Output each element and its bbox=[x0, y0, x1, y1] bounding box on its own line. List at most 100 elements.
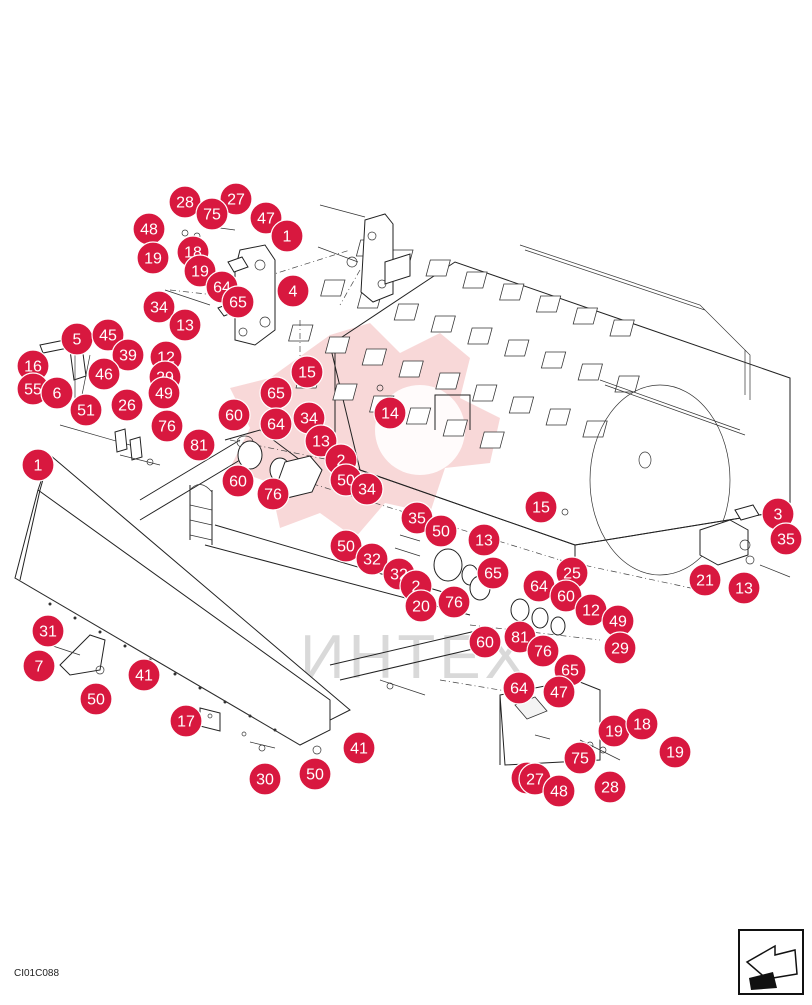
callout-64: 64 bbox=[259, 407, 293, 441]
callout-4: 4 bbox=[276, 274, 310, 308]
callout-1: 1 bbox=[21, 448, 55, 482]
callout-marker bbox=[476, 556, 510, 590]
callout-label: 19 bbox=[605, 724, 623, 741]
callout-label: 81 bbox=[190, 438, 208, 455]
callout-marker bbox=[625, 707, 659, 741]
callout-51: 51 bbox=[69, 393, 103, 427]
callout-marker bbox=[248, 762, 282, 796]
callout-label: 13 bbox=[176, 318, 194, 335]
callout-marker bbox=[404, 589, 438, 623]
callout-label: 17 bbox=[177, 714, 195, 731]
callout-label: 50 bbox=[337, 539, 355, 556]
callout-label: 26 bbox=[118, 398, 136, 415]
callout-31: 31 bbox=[31, 614, 65, 648]
callout-label: 65 bbox=[267, 386, 285, 403]
callout-marker bbox=[467, 523, 501, 557]
callout-label: 51 bbox=[77, 403, 95, 420]
callout-65: 65 bbox=[221, 285, 255, 319]
callout-marker bbox=[182, 428, 216, 462]
callout-marker bbox=[424, 514, 458, 548]
callout-label: 4 bbox=[289, 284, 298, 301]
callout-60: 60 bbox=[217, 398, 251, 432]
callout-label: 34 bbox=[150, 300, 168, 317]
callout-marker bbox=[221, 285, 255, 319]
callout-50: 50 bbox=[79, 682, 113, 716]
callout-6: 6 bbox=[40, 376, 74, 410]
callout-64: 64 bbox=[522, 569, 556, 603]
callout-29: 29 bbox=[603, 631, 637, 665]
callout-49: 49 bbox=[147, 376, 181, 410]
callout-label: 6 bbox=[53, 386, 62, 403]
callout-label: 75 bbox=[203, 207, 221, 224]
callout-marker bbox=[769, 522, 803, 556]
callout-39: 39 bbox=[111, 338, 145, 372]
callout-label: 13 bbox=[735, 581, 753, 598]
callout-75: 75 bbox=[563, 741, 597, 775]
callout-label: 31 bbox=[39, 624, 57, 641]
callout-marker bbox=[259, 407, 293, 441]
callout-label: 60 bbox=[476, 635, 494, 652]
callout-marker bbox=[688, 563, 722, 597]
callout-marker bbox=[21, 448, 55, 482]
callout-46: 46 bbox=[87, 357, 121, 391]
callout-marker bbox=[91, 318, 125, 352]
callout-marker bbox=[195, 197, 229, 231]
callout-19: 19 bbox=[658, 735, 692, 769]
callout-28: 28 bbox=[593, 770, 627, 804]
callout-marker bbox=[136, 241, 170, 275]
callout-marker bbox=[603, 631, 637, 665]
callout-label: 34 bbox=[358, 482, 376, 499]
callout-50: 50 bbox=[298, 757, 332, 791]
next-page-arrow-icon[interactable] bbox=[737, 928, 805, 996]
callout-label: 13 bbox=[312, 434, 330, 451]
callout-label: 28 bbox=[176, 195, 194, 212]
callout-label: 50 bbox=[432, 524, 450, 541]
callout-label: 50 bbox=[306, 767, 324, 784]
callout-marker bbox=[31, 614, 65, 648]
callout-marker bbox=[502, 671, 536, 705]
callout-19: 19 bbox=[136, 241, 170, 275]
callout-60: 60 bbox=[468, 625, 502, 659]
callout-15: 15 bbox=[524, 490, 558, 524]
callout-marker bbox=[270, 219, 304, 253]
callout-19: 19 bbox=[597, 714, 631, 748]
callout-15: 15 bbox=[290, 355, 324, 389]
callout-label: 75 bbox=[571, 751, 589, 768]
callout-label: 76 bbox=[158, 419, 176, 436]
callout-label: 29 bbox=[611, 641, 629, 658]
callout-marker bbox=[342, 731, 376, 765]
callout-48: 48 bbox=[132, 212, 166, 246]
callout-marker bbox=[542, 774, 576, 808]
callout-60: 60 bbox=[549, 579, 583, 613]
callout-marker bbox=[437, 585, 471, 619]
callout-label: 76 bbox=[445, 595, 463, 612]
callout-label: 76 bbox=[264, 487, 282, 504]
callout-76: 76 bbox=[526, 634, 560, 668]
callout-7: 7 bbox=[22, 649, 56, 683]
callout-41: 41 bbox=[127, 658, 161, 692]
callout-label: 15 bbox=[298, 365, 316, 382]
callout-marker bbox=[468, 625, 502, 659]
callout-label: 41 bbox=[135, 668, 153, 685]
callout-marker bbox=[727, 571, 761, 605]
callout-label: 16 bbox=[24, 359, 42, 376]
callout-81: 81 bbox=[182, 428, 216, 462]
callout-26: 26 bbox=[110, 388, 144, 422]
callout-label: 64 bbox=[510, 681, 528, 698]
callout-marker bbox=[373, 396, 407, 430]
callout-35: 35 bbox=[769, 522, 803, 556]
callout-label: 47 bbox=[257, 211, 275, 228]
callout-label: 60 bbox=[557, 589, 575, 606]
callout-label: 15 bbox=[532, 500, 550, 517]
callout-marker bbox=[276, 274, 310, 308]
callout-label: 48 bbox=[140, 222, 158, 239]
callout-21: 21 bbox=[688, 563, 722, 597]
callout-label: 28 bbox=[601, 780, 619, 797]
callout-marker bbox=[290, 355, 324, 389]
callout-marker bbox=[219, 182, 253, 216]
callout-label: 14 bbox=[381, 406, 399, 423]
callout-marker bbox=[142, 290, 176, 324]
callout-label: 65 bbox=[561, 663, 579, 680]
